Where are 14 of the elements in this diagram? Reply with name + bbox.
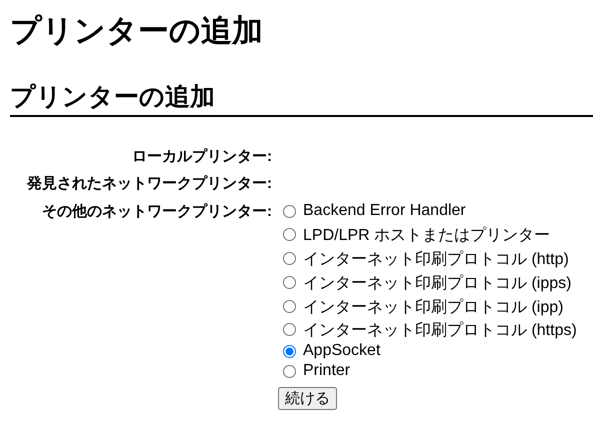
option-label: インターネット印刷プロトコル (https): [303, 320, 577, 341]
option-label: インターネット印刷プロトコル (ipp): [303, 298, 564, 318]
option-label: インターネット印刷プロトコル (ipps): [303, 274, 572, 294]
field-label: 発見されたネットワークプリンター:: [26, 174, 272, 193]
option-label: LPD/LPR ホストまたはプリンター: [303, 226, 550, 246]
option-label: AppSocket: [303, 342, 380, 360]
option-label: インターネット印刷プロトコル (http): [303, 250, 569, 270]
option-label: Backend Error Handler: [303, 202, 466, 220]
field-label: ローカルプリンター:: [131, 147, 272, 166]
field-label: その他のネットワークプリンター:: [41, 202, 272, 221]
option-label: Printer: [303, 362, 350, 380]
page-heading: プリンターの追加: [10, 12, 263, 50]
continue-button: 続ける: [278, 387, 337, 410]
section-heading: プリンターの追加: [10, 82, 215, 113]
